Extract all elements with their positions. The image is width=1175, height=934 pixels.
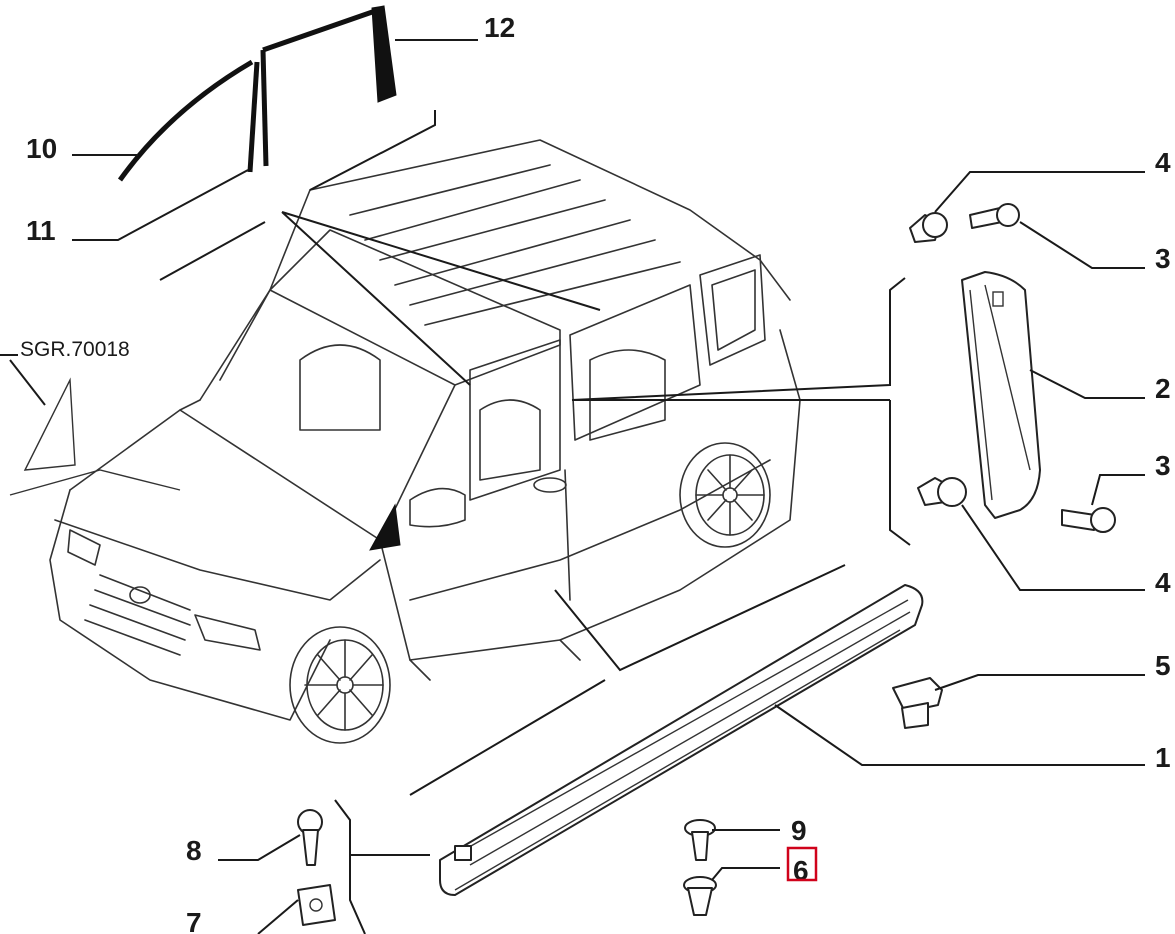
screw-part-3-bottom: [1061, 507, 1116, 533]
callout-12: 12: [484, 12, 515, 43]
a-pillar-trim-detail: [369, 503, 401, 551]
windshield-reference-shape: [9, 377, 181, 496]
nut-part-7: [297, 884, 336, 926]
clip-part-5: [892, 677, 943, 729]
window-seals-group: [117, 5, 397, 182]
callout-4-bottom: 4: [1155, 567, 1171, 598]
clip-part-6: [683, 876, 717, 916]
reference-code: SGR.70018: [20, 338, 130, 361]
callout-8: 8: [186, 835, 202, 866]
callout-5: 5: [1155, 650, 1171, 681]
front-wheel: [289, 626, 391, 744]
callout-3-bottom: 3: [1155, 450, 1171, 481]
callout-6[interactable]: 6: [793, 855, 809, 886]
callout-7: 7: [186, 907, 202, 934]
screw-part-9: [684, 819, 716, 861]
callout-4-top: 4: [1155, 147, 1171, 178]
callout-3-top: 3: [1155, 243, 1171, 274]
callout-labels: 12 10 11 4 3 2 3 4 5 1 9 6 8 7 SGR.70018: [20, 12, 1171, 934]
seal-part-10: [117, 59, 254, 182]
callout-1: 1: [1155, 742, 1171, 773]
b-pillar-trim-part-2: [961, 271, 1041, 519]
callout-10: 10: [26, 133, 57, 164]
callout-9: 9: [791, 815, 807, 846]
selected-callout-highlight: [786, 846, 818, 882]
screw-part-3-top: [969, 203, 1020, 229]
screw-part-8: [297, 809, 323, 866]
clip-part-4-bottom: [917, 477, 967, 507]
seal-part-11: [260, 49, 269, 167]
rear-wheel: [679, 442, 771, 548]
leader-lines: [0, 39, 1145, 934]
seal-part-12: [371, 5, 397, 103]
callout-2: 2: [1155, 373, 1171, 404]
callout-11: 11: [26, 215, 56, 246]
side-sill-part-1: [439, 584, 924, 896]
clip-part-4-top: [909, 212, 948, 243]
vehicle-illustration: [49, 139, 801, 744]
